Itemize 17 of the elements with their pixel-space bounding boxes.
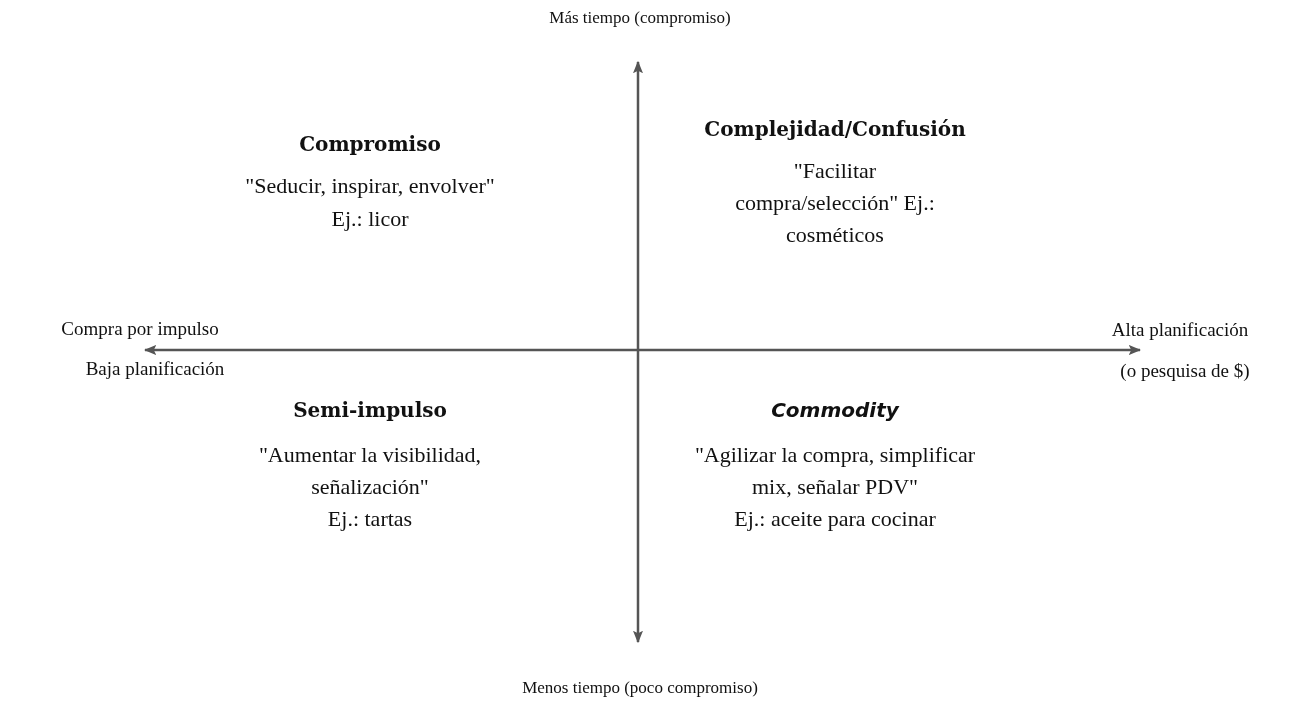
quadrant-description: Ej.: tartas — [326, 505, 414, 533]
quadrant-description: "Seducir, inspirar, envolver" — [244, 172, 496, 200]
quadrant-title: Compromiso — [298, 131, 442, 158]
quadrant-description: "Facilitar compra/selección" Ej.: cosméticos — [734, 157, 936, 249]
quadrant-title: Semi-impulso — [292, 397, 448, 424]
axis-label: Alta planificación — [1110, 318, 1250, 342]
quadrant-description: Ej.: licor — [330, 205, 410, 233]
quadrant-title: Complejidad/Confusión — [703, 116, 967, 143]
axis-label: Menos tiempo (poco compromiso) — [521, 677, 759, 699]
quadrant-description: Ej.: aceite para cocinar — [733, 505, 937, 533]
axis-label: Baja planificación — [84, 357, 226, 381]
quadrant-title: Commodity — [770, 397, 901, 424]
axis-label: (o pesquisa de $) — [1119, 359, 1251, 383]
quadrant-description: "Agilizar la compra, simplificar mix, señalar PDV" — [693, 441, 977, 501]
axis-label: Compra por impulso — [60, 317, 220, 341]
axis-label: Más tiempo (compromiso) — [548, 7, 732, 29]
quadrant-description: "Aumentar la visibilidad, señalización" — [257, 441, 483, 501]
